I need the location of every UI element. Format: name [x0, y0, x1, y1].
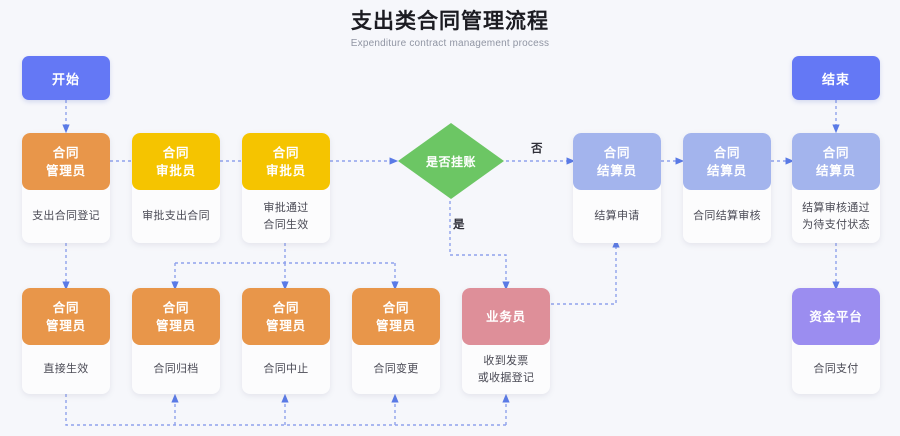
- role-line-1: 合同: [272, 145, 300, 160]
- card-role-header: 合同 管理员: [242, 288, 330, 345]
- card-settlement-request[interactable]: 合同 结算员 结算申请: [573, 133, 661, 243]
- decision-label: 是否挂账: [425, 154, 476, 169]
- desc-line-1: 支出合同登记: [32, 210, 100, 222]
- card-role-header: 业务员: [462, 288, 550, 345]
- role-line-1: 合同: [382, 300, 410, 315]
- card-approval-passed[interactable]: 合同 审批员 审批通过 合同生效: [242, 133, 330, 243]
- edge-label-yes: 是: [453, 219, 465, 231]
- role-line-2: 管理员: [376, 318, 416, 333]
- role-line-1: 合同: [603, 145, 631, 160]
- chart-title-block: 支出类合同管理流程 Expenditure contract managemen…: [0, 8, 900, 51]
- card-description: 合同归档: [132, 345, 220, 394]
- role-line-1: 合同: [272, 300, 300, 315]
- role-line-2: 结算员: [597, 163, 637, 178]
- role-line-2: 结算员: [816, 163, 856, 178]
- card-settlement-review[interactable]: 合同 结算员 合同结算审核: [683, 133, 771, 243]
- node-start[interactable]: 开始: [22, 56, 110, 100]
- desc-line-1: 合同支付: [813, 363, 859, 375]
- card-description: 收到发票 或收据登记: [462, 345, 550, 394]
- page-subtitle: Expenditure contract management process: [350, 38, 550, 49]
- role-line-1: 合同: [713, 145, 741, 160]
- desc-line-1: 合同中止: [263, 363, 309, 375]
- role-line-1: 合同: [162, 300, 190, 315]
- desc-line-2: 或收据登记: [477, 371, 535, 384]
- page-title: 支出类合同管理流程: [351, 10, 549, 33]
- card-description: 支出合同登记: [22, 190, 110, 243]
- desc-line-1: 合同结算审核: [693, 210, 761, 222]
- role-line-2: 管理员: [46, 318, 86, 333]
- diamond-shape: [398, 123, 504, 199]
- card-contract-change[interactable]: 合同 管理员 合同变更: [352, 288, 440, 394]
- card-role-header: 合同 审批员: [132, 133, 220, 190]
- node-end[interactable]: 结束: [792, 56, 880, 100]
- wire-invoice-to-settle-request: [551, 238, 620, 305]
- node-start-label: 开始: [51, 71, 80, 87]
- card-fund-platform[interactable]: 资金平台 合同支付: [792, 288, 880, 394]
- card-description: 合同支付: [792, 345, 880, 394]
- desc-line-1: 收到发票: [483, 354, 529, 367]
- desc-line-2: 为待支付状态: [802, 218, 870, 231]
- desc-line-1: 结算申请: [594, 210, 640, 222]
- card-role-header: 合同 管理员: [132, 288, 220, 345]
- desc-line-1: 审批通过: [263, 201, 309, 214]
- card-role-header: 合同 结算员: [792, 133, 880, 190]
- card-direct-effect[interactable]: 合同 管理员 直接生效: [22, 288, 110, 394]
- card-description: 审批支出合同: [132, 190, 220, 243]
- desc-line-1: 审批支出合同: [142, 210, 210, 222]
- role-line-2: 管理员: [46, 163, 86, 178]
- card-role-header: 合同 管理员: [22, 133, 110, 190]
- desc-line-2: 合同生效: [263, 218, 309, 231]
- node-end-label: 结束: [821, 71, 850, 87]
- wire-bottom-bus: [65, 394, 506, 426]
- card-description: 直接生效: [22, 345, 110, 394]
- node-decision-suspense[interactable]: 是否挂账: [396, 121, 506, 201]
- role-line-2: 结算员: [707, 163, 747, 178]
- role-line-1: 资金平台: [809, 309, 863, 324]
- role-line-2: 审批员: [266, 163, 306, 178]
- card-role-header: 合同 管理员: [22, 288, 110, 345]
- role-line-2: 审批员: [156, 163, 196, 178]
- role-line-2: 管理员: [156, 318, 196, 333]
- role-line-1: 合同: [162, 145, 190, 160]
- desc-line-1: 直接生效: [43, 363, 89, 375]
- card-role-header: 合同 结算员: [573, 133, 661, 190]
- wire-decision-yes: [449, 201, 510, 291]
- desc-line-1: 结算审核通过: [802, 201, 870, 214]
- card-role-header: 合同 结算员: [683, 133, 771, 190]
- card-description: 审批通过 合同生效: [242, 190, 330, 243]
- card-role-header: 资金平台: [792, 288, 880, 345]
- edge-label-no: 否: [531, 143, 543, 155]
- card-invoice-received[interactable]: 业务员 收到发票 或收据登记: [462, 288, 550, 394]
- role-line-1: 合同: [52, 300, 80, 315]
- card-contract-registration[interactable]: 合同 管理员 支出合同登记: [22, 133, 110, 243]
- card-description: 合同中止: [242, 345, 330, 394]
- role-line-2: 管理员: [266, 318, 306, 333]
- card-description: 合同结算审核: [683, 190, 771, 243]
- card-description: 结算审核通过 为待支付状态: [792, 190, 880, 243]
- card-description: 结算申请: [573, 190, 661, 243]
- role-line-1: 合同: [822, 145, 850, 160]
- desc-line-1: 合同变更: [373, 363, 419, 375]
- card-role-header: 合同 审批员: [242, 133, 330, 190]
- desc-line-1: 合同归档: [153, 363, 199, 375]
- card-contract-suspend[interactable]: 合同 管理员 合同中止: [242, 288, 330, 394]
- role-line-1: 业务员: [486, 309, 526, 324]
- card-description: 合同变更: [352, 345, 440, 394]
- card-approve-expenditure[interactable]: 合同 审批员 审批支出合同: [132, 133, 220, 243]
- card-contract-archive[interactable]: 合同 管理员 合同归档: [132, 288, 220, 394]
- card-role-header: 合同 管理员: [352, 288, 440, 345]
- role-line-1: 合同: [52, 145, 80, 160]
- card-pending-payment[interactable]: 合同 结算员 结算审核通过 为待支付状态: [792, 133, 880, 243]
